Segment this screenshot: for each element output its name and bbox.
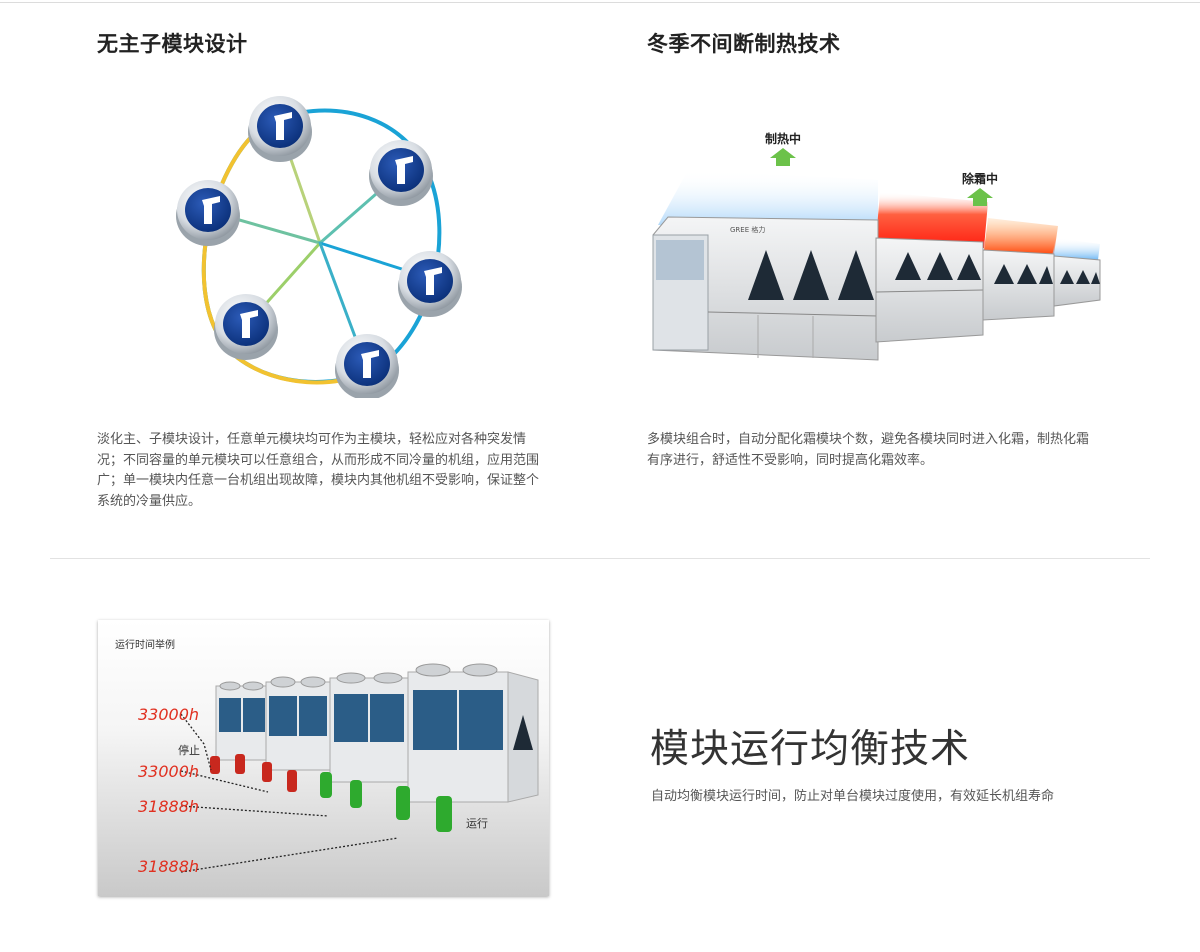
- heating-label: 制热中: [765, 131, 801, 146]
- section-description-balanced-runtime: 自动均衡模块运行时间，防止对单台模块过度使用，有效延长机组寿命: [651, 789, 1055, 804]
- section-description-master-slave: 淡化主、子模块设计，任意单元模块均可作为主模块，轻松应对各种突发情况；不同容量的…: [97, 432, 540, 509]
- arrow-up-icon: [770, 148, 796, 166]
- module-badge-icon: [176, 96, 462, 398]
- chiller-unit: [982, 249, 1055, 321]
- figure-caption: 运行时间举例: [115, 638, 175, 651]
- runtime-counter: 31888h: [138, 857, 199, 876]
- runtime-counter: 33000h: [138, 705, 199, 724]
- run-label: 运行: [466, 817, 488, 830]
- runtime-counter: 31888h: [138, 797, 199, 816]
- section-title-winter-heating: 冬季不间断制热技术: [647, 32, 841, 56]
- stop-label: 停止: [178, 743, 200, 757]
- section-title-master-slave: 无主子模块设计: [97, 32, 248, 56]
- chiller-unit: GREE 格力: [652, 216, 879, 361]
- module-network-diagram: [176, 96, 462, 398]
- chiller-unit: [1053, 255, 1101, 307]
- section-description-winter-heating: 多模块组合时，自动分配化霜模块个数，避免各模块同时进入化霜，制热化霜有序进行，舒…: [647, 432, 1090, 468]
- chiller-unit: [265, 676, 331, 771]
- compressor-green-icon: [320, 772, 452, 832]
- arrow-up-icon: [967, 188, 993, 206]
- defrost-label: 除霜中: [962, 171, 998, 186]
- chiller-unit: [407, 663, 539, 803]
- section-title-balanced-runtime: 模块运行均衡技术: [650, 727, 971, 772]
- chiller-unit: [875, 237, 984, 343]
- top-divider: [0, 2, 1200, 3]
- chiller-unit: [329, 672, 409, 783]
- compressor-red-icon: [210, 754, 297, 792]
- chiller-unit: [215, 681, 269, 761]
- heating-units-illustration: 制热中 除霜中 GREE 格力: [652, 131, 1101, 361]
- runtime-counter: 33000h: [138, 762, 199, 781]
- runtime-example-figure: 运行时间举例: [98, 620, 549, 896]
- brand-logo: GREE 格力: [730, 225, 765, 234]
- section-divider: [50, 558, 1150, 559]
